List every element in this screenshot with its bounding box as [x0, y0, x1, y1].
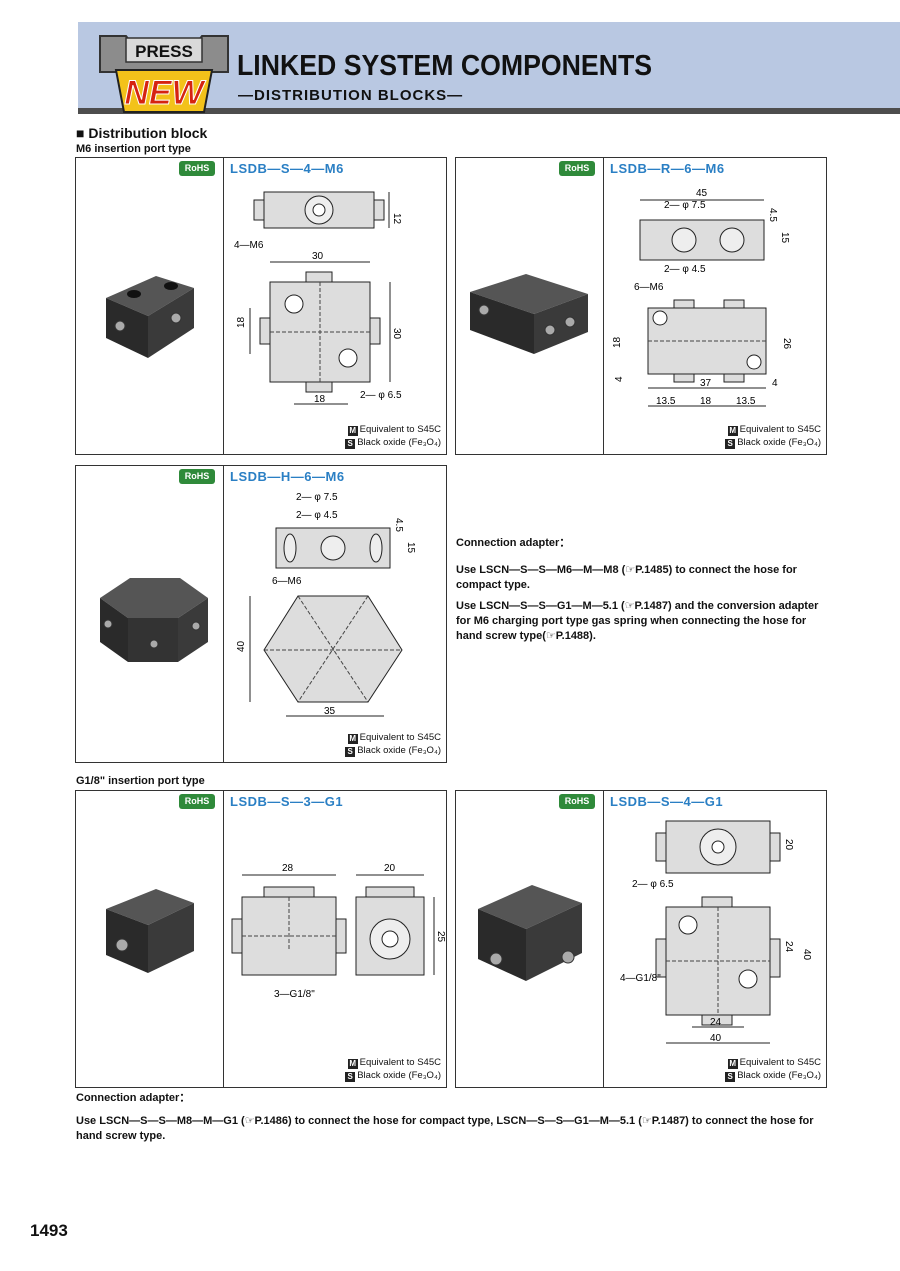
- svg-text:28: 28: [282, 863, 294, 874]
- connection-adapter-m6: Connection adapter： Use LSCN—S—S—M6—M—M8…: [456, 536, 826, 644]
- svg-text:24: 24: [710, 1017, 722, 1028]
- m6-section-label: M6 insertion port type: [76, 143, 191, 155]
- product-name: LSDB—R—6—M6: [610, 161, 725, 176]
- svg-text:13.5: 13.5: [656, 396, 676, 407]
- svg-text:4—G1/8": 4—G1/8": [620, 973, 661, 984]
- svg-text:2— φ 6.5: 2— φ 6.5: [360, 390, 402, 401]
- page-title: LINKED SYSTEM COMPONENTS: [237, 50, 653, 82]
- svg-text:4: 4: [772, 378, 778, 389]
- technical-drawing: 28 3—G1/8" 20 25: [231, 863, 445, 1000]
- svg-text:6—M6: 6—M6: [272, 576, 302, 587]
- product-photo: [76, 466, 224, 762]
- svg-text:24: 24: [783, 941, 794, 953]
- svg-text:37: 37: [700, 378, 712, 389]
- page-subtitle: —DISTRIBUTION BLOCKS—: [238, 87, 464, 104]
- svg-text:15: 15: [779, 232, 790, 244]
- technical-drawing: 20 2— φ 6.5 24 40 4—G1/8" 24 40: [620, 820, 812, 1044]
- adapter-line: Use LSCN—S—S—G1—M—5.1 (☞P.1487) and the …: [456, 600, 819, 642]
- svg-text:20: 20: [783, 839, 794, 851]
- svg-text:2— φ 6.5: 2— φ 6.5: [632, 879, 674, 890]
- svg-text:4.5: 4.5: [767, 208, 778, 222]
- g18-section-label: G1/8" insertion port type: [76, 775, 205, 787]
- section-title: ■ Distribution block: [76, 125, 208, 141]
- adapter-title: Connection adapter：: [456, 537, 571, 549]
- svg-text:2— φ 4.5: 2— φ 4.5: [296, 510, 338, 521]
- product-name: LSDB—H—6—M6: [230, 469, 345, 484]
- product-name: LSDB—S—4—G1: [610, 794, 724, 809]
- svg-text:40: 40: [710, 1033, 722, 1044]
- svg-text:2— φ 4.5: 2— φ 4.5: [664, 264, 706, 275]
- rohs-badge: RoHS: [559, 161, 595, 176]
- technical-drawing: 2— φ 7.5 2— φ 4.5 4.5 15 6—M6 40 35: [236, 492, 416, 717]
- svg-text:4: 4: [614, 376, 625, 382]
- product-card-lsdb-s-4-m6: RoHS LSDB—S—4—M6 12 4—M6 30 30 18 18 2— …: [75, 157, 447, 455]
- svg-text:18: 18: [314, 394, 326, 405]
- connection-adapter-g18: Connection adapter： Use LSCN—S—S—M8—M—G1…: [76, 1091, 828, 1144]
- svg-text:4—M6: 4—M6: [234, 240, 264, 251]
- rohs-badge: RoHS: [179, 161, 215, 176]
- technical-drawing: 12 4—M6 30 30 18 18 2— φ 6.5: [234, 191, 402, 405]
- product-card-lsdb-h-6-m6: RoHS LSDB—H—6—M6 2— φ 7.5 2— φ 4.5 4.5 1…: [75, 465, 447, 763]
- svg-text:20: 20: [384, 863, 396, 874]
- svg-text:18: 18: [612, 336, 623, 348]
- svg-text:26: 26: [781, 338, 792, 350]
- adapter-line: Use LSCN—S—S—M8—M—G1 (☞P.1486) to connec…: [76, 1115, 814, 1142]
- svg-text:12: 12: [391, 213, 402, 225]
- svg-text:45: 45: [696, 188, 708, 199]
- svg-text:2— φ 7.5: 2— φ 7.5: [296, 492, 338, 503]
- svg-text:2— φ 7.5: 2— φ 7.5: [664, 200, 706, 211]
- svg-text:6—M6: 6—M6: [634, 282, 664, 293]
- product-name: LSDB—S—3—G1: [230, 794, 344, 809]
- svg-text:18: 18: [700, 396, 712, 407]
- svg-text:40: 40: [236, 640, 247, 652]
- svg-text:30: 30: [391, 328, 402, 340]
- svg-text:18: 18: [236, 316, 247, 328]
- technical-drawing: 45 2— φ 7.5 4.5 15 2— φ 4.5 6—M6 18 26 4…: [612, 188, 792, 407]
- product-photo: [76, 791, 224, 1087]
- svg-text:15: 15: [405, 542, 416, 554]
- svg-text:25: 25: [435, 931, 445, 943]
- page-number: 1493: [30, 1221, 68, 1240]
- adapter-title: Connection adapter：: [76, 1092, 191, 1104]
- rohs-badge: RoHS: [179, 794, 215, 809]
- product-name: LSDB—S—4—M6: [230, 161, 344, 176]
- rohs-badge: RoHS: [179, 469, 215, 484]
- svg-text:13.5: 13.5: [736, 396, 756, 407]
- press-new-badge: PRESS NEW: [99, 35, 229, 113]
- svg-text:3—G1/8": 3—G1/8": [274, 989, 315, 1000]
- badge-new-text: NEW: [124, 74, 206, 112]
- svg-text:30: 30: [312, 251, 324, 262]
- product-photo: [456, 158, 604, 454]
- product-card-lsdb-r-6-m6: RoHS LSDB—R—6—M6 45 2— φ 7.5 4.5 15 2— φ…: [455, 157, 827, 455]
- svg-text:4.5: 4.5: [393, 518, 404, 532]
- rohs-badge: RoHS: [559, 794, 595, 809]
- product-photo: [76, 158, 224, 454]
- adapter-line: Use LSCN—S—S—M6—M—M8 (☞P.1485) to connec…: [456, 564, 797, 591]
- svg-text:40: 40: [801, 949, 812, 961]
- svg-text:35: 35: [324, 706, 336, 717]
- header-divider: [78, 108, 900, 114]
- product-card-lsdb-s-4-g1: RoHS LSDB—S—4—G1 20 2— φ 6.5 24 40 4—G1/…: [455, 790, 827, 1088]
- product-photo: [456, 791, 604, 1087]
- badge-press-text: PRESS: [135, 42, 193, 61]
